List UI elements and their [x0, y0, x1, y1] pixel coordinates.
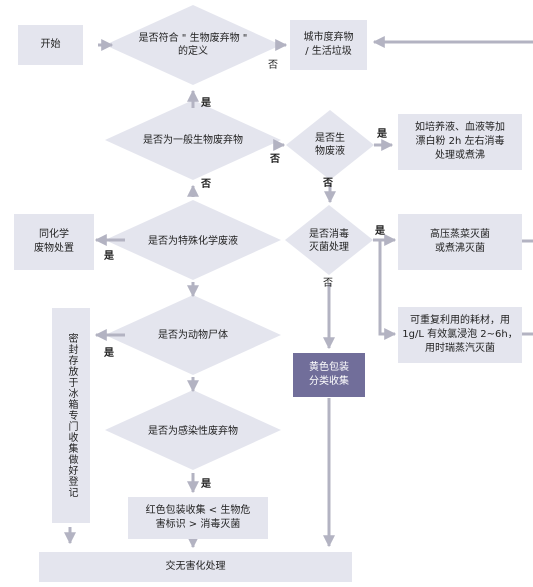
start-box: 开始 — [18, 25, 83, 65]
same-chemical-box: 同化学 废物处置 — [14, 214, 94, 270]
autoclave-box: 高压蒸菜灭菌 或煮沸灭菌 — [398, 214, 522, 270]
start-label: 开始 — [40, 39, 61, 50]
general-waste-label: 是否为一般生物废弃物 — [143, 134, 243, 146]
diamond-biological-liquid — [286, 110, 374, 180]
no-label-general: 否 — [270, 154, 280, 165]
yellow-bag-box: 黄色包装 分类收集 — [293, 353, 365, 397]
harmless-treatment-label: 交无害化处理 — [165, 561, 226, 572]
yes-label-infectious: 是 — [201, 479, 211, 490]
no-label-special: 否 — [201, 179, 211, 190]
reusable-consumables-label: 可重复利用的耗材，用 1g/L 有效氯浸泡 2~6h， 用时瑞蒸汽灭菌 — [402, 315, 518, 354]
bleach-treatment-label: 如培养液、血液等加 漂白粉 2h 左右消毒 处理或煮沸 — [415, 122, 505, 161]
no-label-liquid: 否 — [323, 178, 333, 189]
yes-label-animal: 是 — [104, 348, 114, 359]
autoclave-label: 高压蒸菜灭菌 或煮沸灭菌 — [430, 229, 490, 254]
no-label-disinfected: 否 — [323, 278, 333, 289]
harmless-treatment-box: 交无害化处理 — [39, 552, 352, 582]
reusable-consumables-box: 可重复利用的耗材，用 1g/L 有效氯浸泡 2~6h， 用时瑞蒸汽灭菌 — [398, 307, 522, 363]
diamond-infectious — [105, 390, 281, 470]
infectious-label: 是否为感染性废弃物 — [148, 425, 238, 437]
arrow-disinfected-to-reusable — [378, 240, 397, 340]
bleach-treatment-box: 如培养液、血液等加 漂白粉 2h 左右消毒 处理或煮沸 — [398, 114, 522, 170]
special-chemical-label: 是否为特殊化学废液 — [148, 235, 238, 247]
yes-label-special: 是 — [104, 251, 114, 262]
sealed-freezer-box: 密封存放于冰箱专门收集做好登记 — [52, 308, 90, 523]
animal-carcass-label: 是否为动物尸体 — [158, 329, 228, 341]
yes-label-liquid: 是 — [377, 129, 387, 140]
red-bag-box: 红色包装收集 < 生物危 害标识 > 消毒灭菌 — [128, 497, 268, 539]
diamond-animal-carcass — [105, 295, 281, 375]
same-chemical-label: 同化学 废物处置 — [34, 229, 74, 254]
diamond-disinfected — [285, 205, 373, 275]
sealed-freezer-label: 密封存放于冰箱专门收集做好登记 — [66, 333, 77, 498]
yellow-bag-label: 黄色包装 分类收集 — [309, 362, 349, 387]
yes-label-general: 是 — [201, 98, 211, 109]
red-bag-label: 红色包装收集 < 生物危 害标识 > 消毒灭菌 — [145, 505, 251, 530]
no-label-definition: 否 — [268, 60, 278, 71]
meets-definition-label: 是否符合 " 生物废弃物 " 的定义 — [138, 33, 248, 57]
diamond-meets-definition — [105, 5, 281, 85]
municipal-waste-box: 城市度弃物 / 生活垃圾 — [290, 20, 367, 70]
disinfected-label: 是否消毒 灭菌处理 — [309, 229, 349, 253]
diamond-special-chemical — [105, 200, 281, 280]
yes-label-disinfected: 是 — [375, 226, 385, 237]
municipal-waste-label: 城市度弃物 / 生活垃圾 — [303, 32, 354, 57]
biological-liquid-label: 是否生 物废液 — [315, 133, 345, 157]
diamond-general-waste — [105, 100, 281, 180]
